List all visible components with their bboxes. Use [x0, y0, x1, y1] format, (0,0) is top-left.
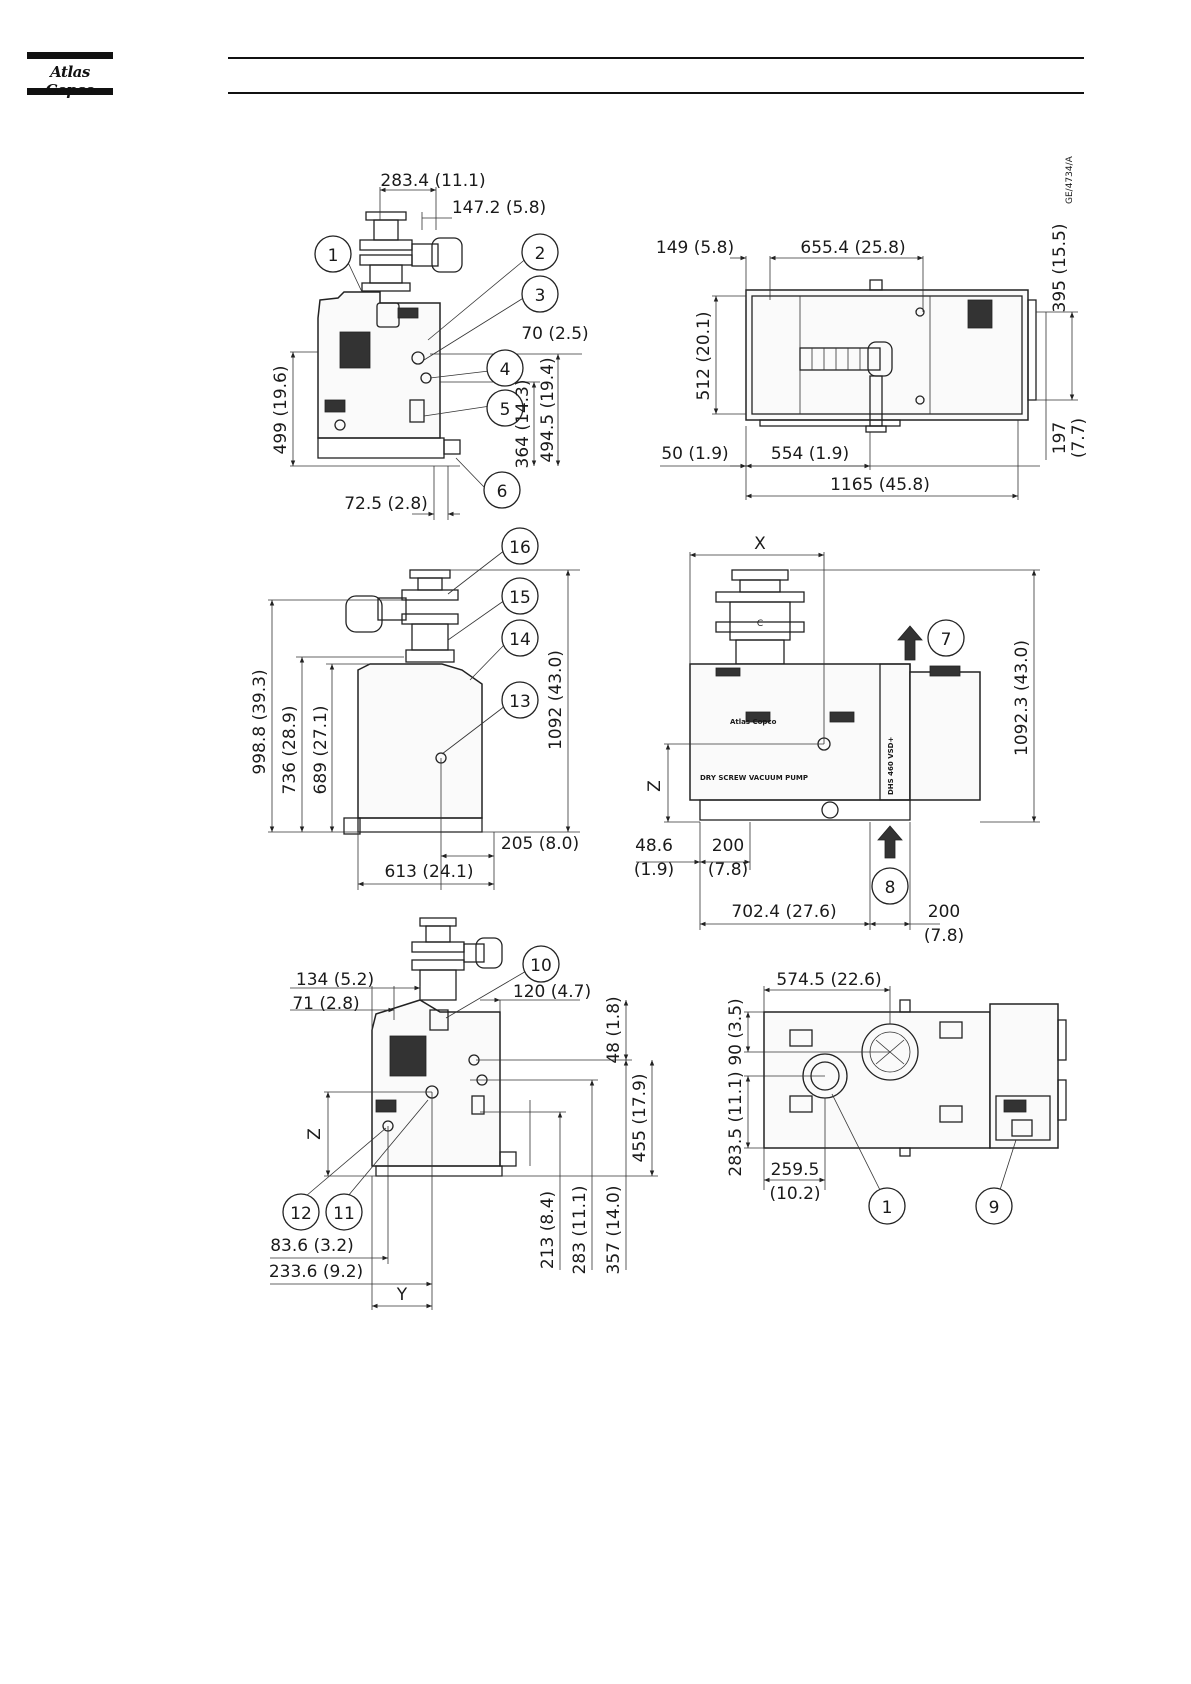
dim-364: 364 (14.3) [513, 380, 533, 469]
dim-90: 90 (3.5) [726, 998, 746, 1065]
header-rule-bottom [228, 92, 1084, 94]
callout-3: 3 [535, 286, 546, 306]
dim-205: 205 (8.0) [501, 834, 579, 854]
callout-1: 1 [328, 246, 339, 266]
callout-1-bottom: 1 [882, 1198, 893, 1218]
dim-83-6: 83.6 (3.2) [270, 1236, 354, 1256]
dim-50: 50 (1.9) [661, 444, 728, 464]
drawing-id: GE/4734/A [1065, 155, 1075, 204]
dim-134: 134 (5.2) [296, 970, 374, 990]
dim-70: 70 (2.5) [521, 324, 588, 344]
dim-48-6: 48.6 [635, 836, 673, 856]
dim-z-side: Z [305, 1128, 325, 1140]
callout-14: 14 [509, 630, 531, 650]
dim-1092-3: 1092.3 (43.0) [1012, 640, 1032, 756]
dim-7-7: (7.7) [1069, 418, 1089, 458]
callout-16: 16 [509, 538, 531, 558]
dim-512: 512 (20.1) [694, 312, 714, 401]
dim-736: 736 (28.9) [280, 706, 300, 795]
dim-357: 357 (14.0) [604, 1186, 624, 1275]
dim-554: 554 (1.9) [771, 444, 849, 464]
pump-product-name: DRY SCREW VACUUM PUMP [700, 774, 808, 782]
dim-259-5: 259.5 [771, 1160, 820, 1180]
dim-283-5: 283.5 (11.1) [726, 1071, 746, 1176]
dim-499: 499 (19.6) [271, 366, 291, 455]
dim-689: 689 (27.1) [311, 706, 331, 795]
dim-197: 197 [1050, 422, 1070, 454]
dim-998-8: 998.8 (39.3) [250, 669, 270, 774]
dim-1-9: (1.9) [634, 860, 674, 880]
callout-15: 15 [509, 588, 531, 608]
view-end-middle-left: 16 15 14 13 998.8 (39.3) 736 (28.9) 689 … [250, 527, 580, 890]
dim-200-b: 200 [928, 902, 960, 922]
dim-149: 149 (5.8) [656, 238, 734, 258]
header-rule-top [228, 57, 1084, 59]
view-top-top-right: GE/4734/A 149 (5.8) 655.4 (25.8) 512 (20… [656, 155, 1089, 500]
dim-72-5: 72.5 (2.8) [344, 494, 428, 514]
dim-395: 395 (15.5) [1050, 224, 1070, 313]
dim-71: 71 (2.8) [292, 994, 359, 1014]
callout-10: 10 [530, 956, 552, 976]
dim-x: X [754, 534, 766, 554]
callout-13: 13 [509, 692, 531, 712]
callout-4: 4 [500, 360, 511, 380]
callout-12: 12 [290, 1204, 312, 1224]
dim-702-4: 702.4 (27.6) [731, 902, 836, 922]
callout-11: 11 [333, 1204, 355, 1224]
callout-2: 2 [535, 244, 546, 264]
callout-6: 6 [497, 482, 508, 502]
dim-7-8-a: (7.8) [708, 860, 748, 880]
dim-1165: 1165 (45.8) [830, 475, 930, 495]
dim-7-8-b: (7.8) [924, 926, 964, 946]
dim-233-6: 233.6 (9.2) [269, 1262, 363, 1282]
callout-7: 7 [941, 630, 952, 650]
logo-text: Atlas Copco [45, 63, 95, 99]
dim-283: 283 (11.1) [570, 1186, 590, 1275]
callout-9: 9 [989, 1198, 1000, 1218]
svg-text:C: C [757, 619, 763, 629]
dim-z-front: Z [645, 780, 665, 792]
callout-5: 5 [500, 400, 511, 420]
dim-120: 120 (4.7) [513, 982, 591, 1002]
dim-48: 48 (1.8) [604, 996, 624, 1063]
dim-574-5: 574.5 (22.6) [776, 970, 881, 990]
atlas-copco-logo: Atlas Copco [27, 52, 113, 99]
callout-8: 8 [885, 878, 896, 898]
dim-283-4: 283.4 (11.1) [380, 171, 485, 191]
pump-brand-plate: Atlas Copco [730, 718, 777, 726]
dim-494-5: 494.5 (19.4) [538, 357, 558, 462]
pump-model-name: DHS 460 VSD+ [887, 737, 895, 795]
view-side-top-left: 1 2 3 4 5 6 283.4 (11.1) 147.2 (5.8) 70 … [271, 171, 589, 520]
dim-200-a: 200 [712, 836, 744, 856]
dim-y: Y [396, 1285, 408, 1305]
dim-455: 455 (17.9) [630, 1074, 650, 1163]
view-front-middle-right: C Atlas Copco DRY SCREW VACUUM PUMP DHS … [634, 534, 1040, 946]
dim-10-2: (10.2) [769, 1184, 820, 1204]
dim-613: 613 (24.1) [385, 862, 474, 882]
view-side-bottom-left: 10 12 11 134 (5.2) 71 (2.8) 120 (4.7) 48… [269, 917, 658, 1310]
dim-147-2: 147.2 (5.8) [452, 198, 546, 218]
dim-213: 213 (8.4) [538, 1191, 558, 1269]
dim-655-4: 655.4 (25.8) [800, 238, 905, 258]
view-bottom-bottom-right: 1 9 574.5 (22.6) 90 (3.5) 283.5 (11.1) 2… [726, 970, 1067, 1225]
dim-1092: 1092 (43.0) [546, 650, 566, 750]
